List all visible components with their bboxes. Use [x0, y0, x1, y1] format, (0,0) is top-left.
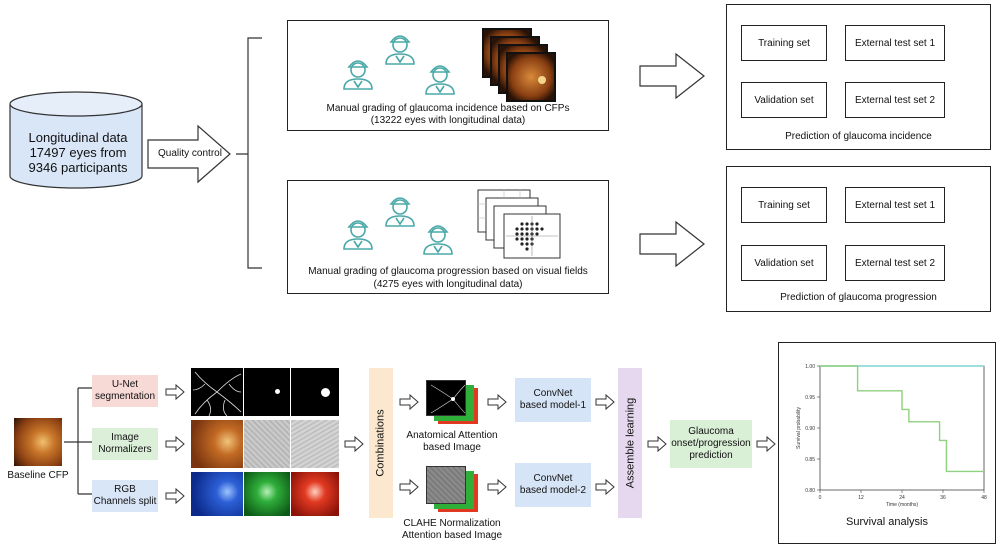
incidence-external-test-set-1: External test set 1	[845, 25, 945, 61]
database-cylinder-icon	[9, 91, 143, 189]
arrow-right-icon	[344, 435, 364, 453]
quality-control-arrow	[147, 124, 231, 184]
doctor-icon	[423, 225, 453, 255]
clahe-attention-label: CLAHE Normalization Attention based Imag…	[401, 518, 503, 541]
progression-caption-line2: (4275 eyes with longitudinal data)	[373, 279, 523, 290]
x-tick-label: 0	[819, 495, 822, 501]
baseline-cfp-label: Baseline CFP	[7, 470, 69, 481]
progression-validation-set: Validation set	[741, 245, 827, 281]
gray-normalized-image-2	[291, 420, 339, 468]
assemble-learning-bar: Assemble learning	[618, 368, 642, 518]
glaucoma-prediction-box: Glaucoma onset/progression prediction	[670, 420, 752, 468]
arrow-right-icon	[399, 393, 419, 411]
database-label: Longitudinal data 17497 eyes from 9346 p…	[28, 130, 128, 175]
red-channel-image	[291, 472, 339, 516]
arrow-right-icon	[647, 435, 667, 453]
branch-bracket	[236, 37, 262, 269]
arrow-right-icon	[165, 487, 185, 505]
x-tick-label: 24	[899, 495, 905, 501]
arrow-right-icon	[399, 478, 419, 496]
progression-sets-title: Prediction of glaucoma progression	[780, 292, 937, 303]
incidence-sets-title: Prediction of glaucoma incidence	[785, 131, 932, 142]
incidence-external-test-set-2: External test set 2	[845, 82, 945, 118]
convnet-model-2-box: ConvNet based model-2	[515, 463, 591, 507]
image-normalizers-box: Image Normalizers	[92, 428, 158, 460]
y-tick-label: 1.00	[805, 364, 815, 370]
y-tick-label: 0.85	[805, 457, 815, 463]
incidence-validation-set: Validation set	[741, 82, 827, 118]
incidence-caption-line1: Manual grading of glaucoma incidence bas…	[326, 103, 570, 114]
assemble-learning-label: Assemble learning	[624, 397, 636, 489]
unet-segmentation-box: U-Net segmentation	[92, 375, 158, 407]
arrow-right-icon	[595, 478, 615, 496]
arrow-right-icon	[756, 435, 776, 453]
x-tick-label: 36	[940, 495, 946, 501]
survival-analysis-panel	[778, 342, 996, 544]
arrow-right-icon	[639, 220, 705, 268]
convnet-model-1-box: ConvNet based model-1	[515, 378, 591, 422]
optic-cup-mask-image	[291, 368, 339, 416]
combinations-bar: Combinations	[369, 368, 393, 518]
doctor-icon	[343, 60, 373, 90]
combinations-label: Combinations	[375, 409, 388, 477]
arrow-right-icon	[487, 393, 507, 411]
arrow-right-icon	[487, 478, 507, 496]
arrow-right-icon	[595, 393, 615, 411]
x-tick-label: 12	[858, 495, 864, 501]
doctor-icon	[425, 65, 455, 95]
progression-external-test-set-2: External test set 2	[845, 245, 945, 281]
vessel-segmentation-image	[191, 368, 243, 417]
y-tick-label: 0.90	[805, 426, 815, 432]
clahe-attention-image	[426, 466, 482, 514]
x-axis-label: Time (months)	[886, 502, 918, 508]
baseline-cfp-image	[14, 418, 62, 466]
rgb-channels-split-box: RGB Channels split	[92, 480, 158, 512]
anatomical-attention-image	[426, 380, 482, 426]
optic-disc-mask-image	[244, 368, 290, 416]
fundus-photo-stack-icon	[482, 28, 556, 102]
arrow-right-icon	[639, 52, 705, 100]
gray-normalized-image	[244, 420, 290, 468]
progression-caption-line1: Manual grading of glaucoma progression b…	[308, 266, 588, 277]
survival-series-line	[820, 365, 984, 473]
visual-field-stack-icon	[477, 189, 561, 259]
quality-control-label: Quality control	[158, 148, 222, 159]
y-tick-label: 0.95	[805, 395, 815, 401]
anatomical-attention-label: Anatomical Attention based Image	[406, 430, 498, 453]
branch-connector	[64, 387, 92, 495]
progression-external-test-set-1: External test set 1	[845, 187, 945, 223]
arrow-right-icon	[165, 383, 185, 401]
progression-training-set: Training set	[741, 187, 827, 223]
incidence-training-set: Training set	[741, 25, 827, 61]
green-channel-image	[244, 472, 290, 516]
doctor-icon	[385, 35, 415, 65]
survival-analysis-title: Survival analysis	[846, 516, 928, 528]
doctor-icon	[343, 220, 373, 250]
x-tick-label: 48	[981, 495, 987, 501]
doctor-icon	[385, 197, 415, 227]
incidence-caption-line2: (13222 eyes with longitudinal data)	[370, 115, 526, 126]
y-axis-label: Survival probability	[796, 407, 802, 449]
blue-channel-image	[191, 472, 243, 516]
arrow-right-icon	[165, 435, 185, 453]
y-tick-label: 0.80	[805, 488, 815, 494]
normalized-fundus-image	[191, 420, 243, 468]
